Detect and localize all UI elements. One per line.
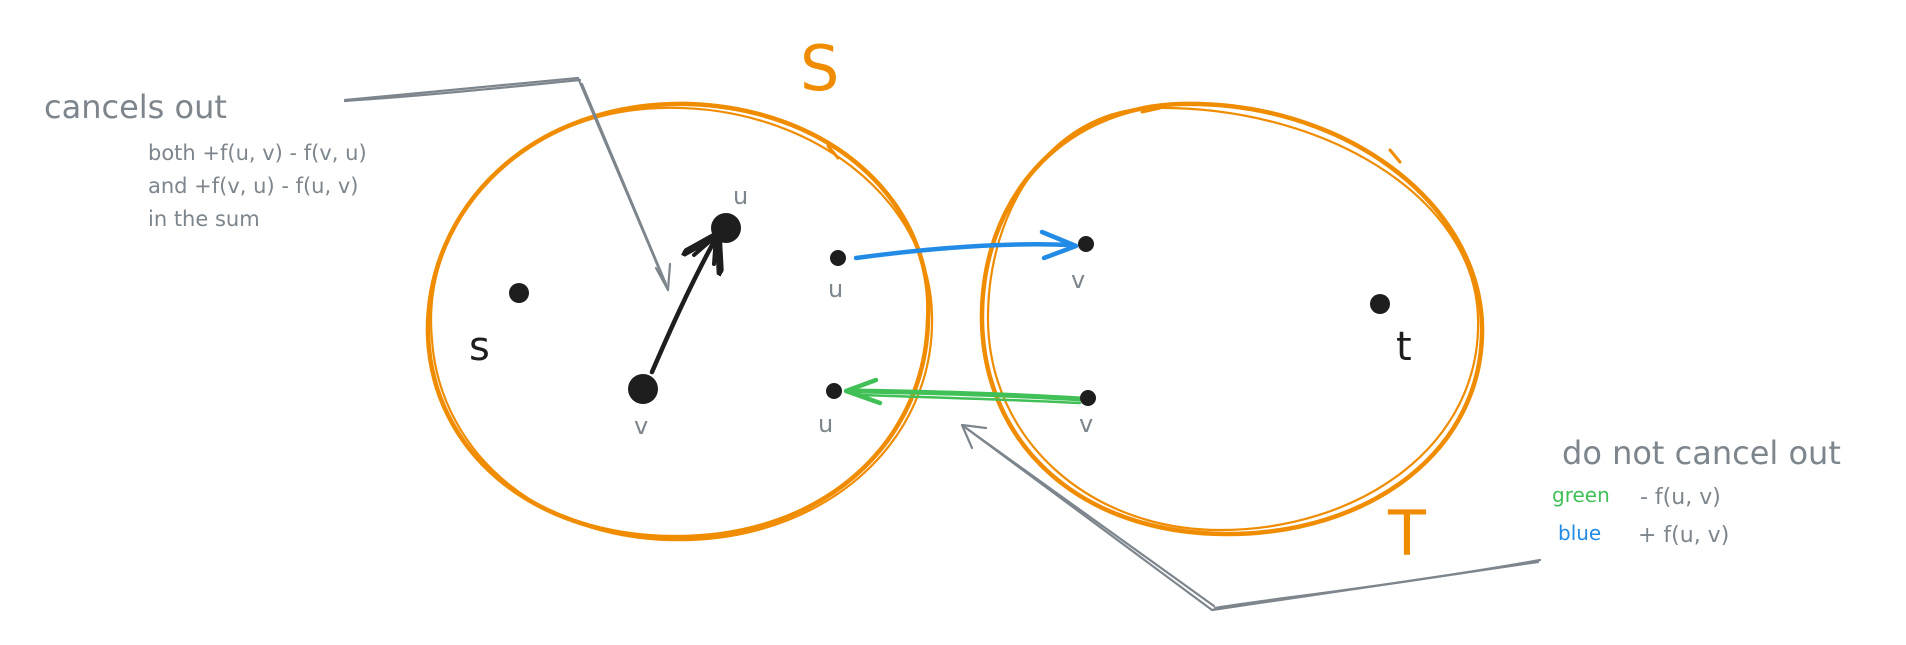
cancels-heading: cancels out: [44, 88, 227, 126]
node-inner-v-label: v: [634, 412, 648, 440]
node-s: [509, 283, 529, 303]
node-cross-top-u-label: u: [828, 275, 843, 303]
node-s-label: s: [469, 324, 490, 370]
node-cross-bottom-v: [1080, 390, 1096, 406]
blue-edge-arrow: [853, 229, 1079, 261]
no-cancel-annotation: do not cancel out green - f(u, v) blue +…: [1552, 434, 1841, 548]
cancels-line-2: and +f(v, u) - f(u, v): [148, 174, 358, 198]
set-s-label: S: [800, 32, 839, 105]
node-inner-u-label: u: [733, 182, 748, 210]
set-t-outline: [979, 101, 1485, 537]
blue-term: + f(u, v): [1638, 523, 1729, 548]
cancels-annotation: cancels out both +f(u, v) - f(v, u) and …: [44, 88, 367, 231]
node-cross-top-v: [1078, 236, 1094, 252]
node-inner-v: [628, 374, 658, 404]
cancels-line-1: both +f(u, v) - f(v, u): [148, 141, 367, 165]
blue-label: blue: [1558, 521, 1601, 545]
node-cross-bottom-u-label: u: [818, 410, 833, 438]
node-t-label: t: [1396, 324, 1412, 370]
no-cancel-pointer: [960, 423, 1542, 612]
cancels-line-3: in the sum: [148, 207, 260, 231]
node-inner-u: [711, 213, 741, 243]
green-edge-arrow: [843, 377, 1085, 406]
node-cross-top-v-label: v: [1071, 266, 1085, 294]
green-label: green: [1552, 483, 1610, 507]
inner-edge-arrow: [649, 238, 716, 375]
cancels-pointer: [343, 76, 672, 292]
no-cancel-heading: do not cancel out: [1562, 434, 1841, 472]
green-term: - f(u, v): [1640, 485, 1721, 510]
node-t: [1370, 294, 1390, 314]
node-cross-bottom-v-label: v: [1079, 410, 1093, 438]
node-cross-bottom-u: [826, 383, 842, 399]
set-s-outline: [425, 101, 934, 542]
node-cross-top-u: [830, 250, 846, 266]
set-t-label: T: [1387, 497, 1427, 570]
nodes: [509, 213, 1390, 406]
